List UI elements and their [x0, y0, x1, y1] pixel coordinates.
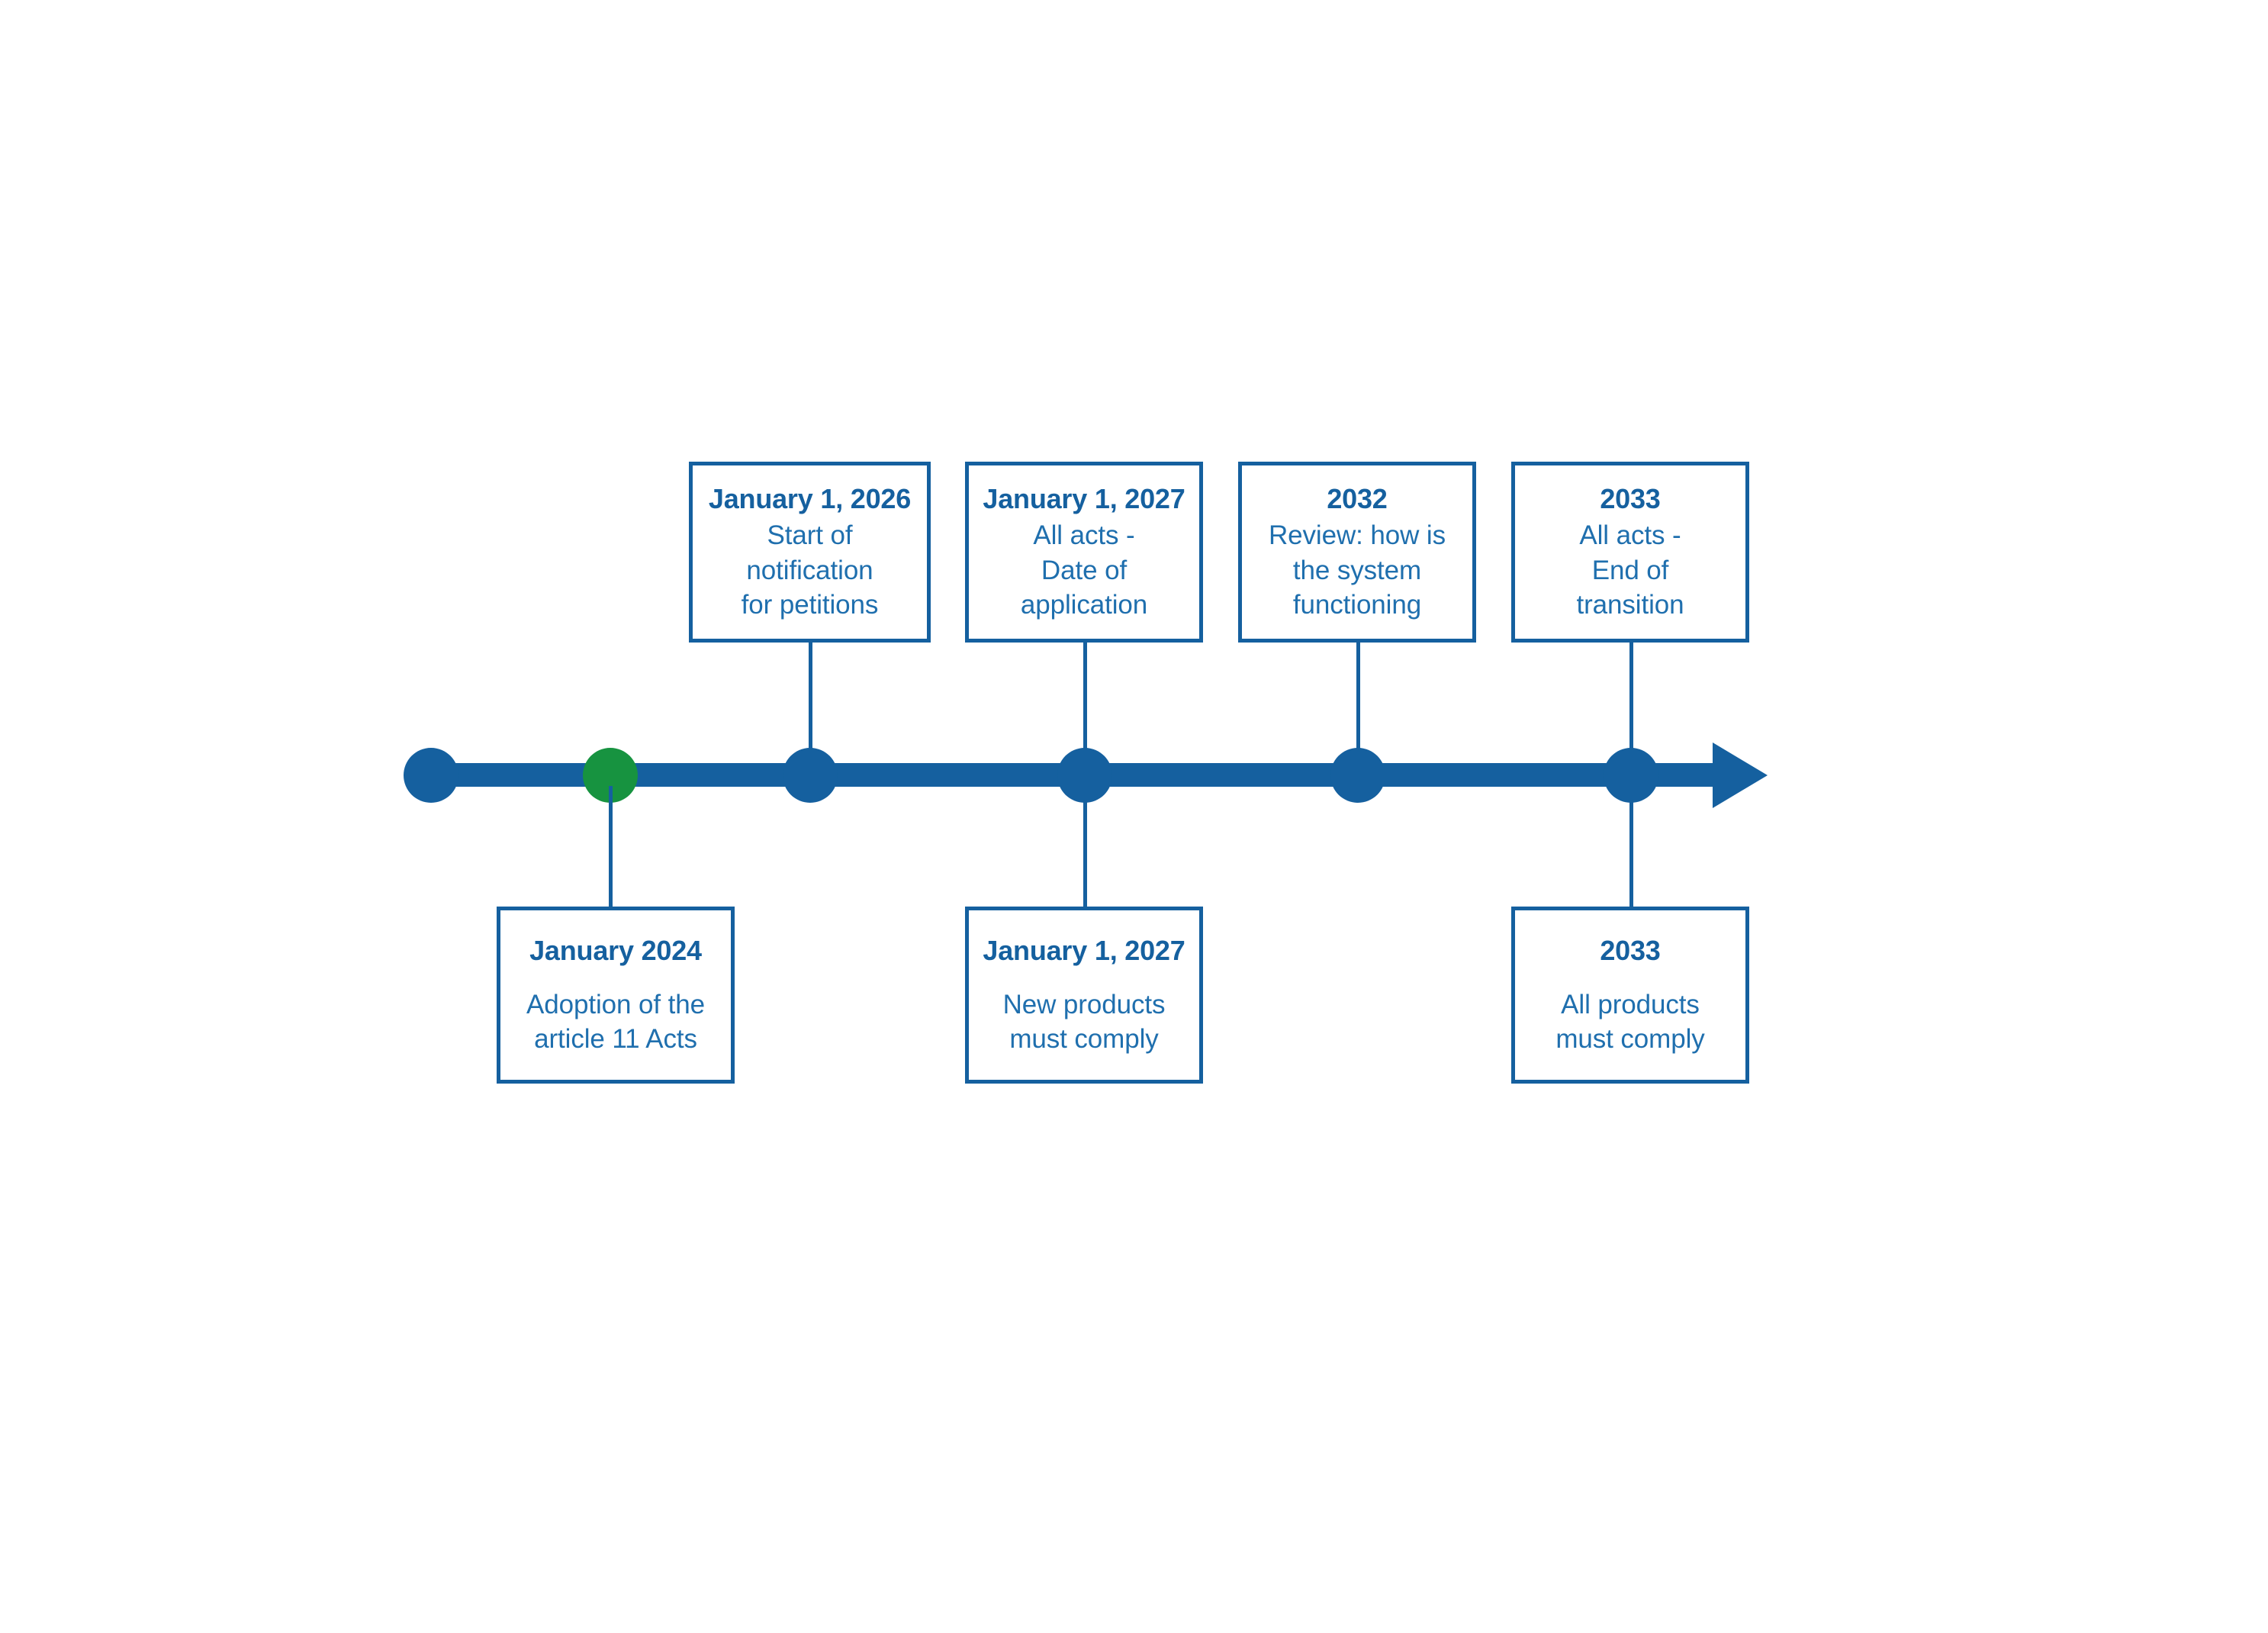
milestone-description-line: notification [746, 555, 873, 585]
connector-stem-above-4 [1629, 641, 1633, 767]
milestone-description-line: for petitions [741, 590, 879, 620]
milestone-description: New products must comply [1003, 987, 1166, 1057]
milestone-description-line: must comply [1555, 1024, 1705, 1055]
milestone-description-line: article 11 Acts [534, 1024, 697, 1055]
milestone-date: 2033 [1600, 483, 1661, 515]
milestone-description-line: Start of [767, 520, 853, 551]
milestone-description-line: All acts - [1033, 520, 1135, 551]
milestone-description-line: the system [1292, 555, 1422, 585]
timeline-node-1[interactable] [404, 748, 458, 803]
milestone-description: Adoption of the article 11 Acts [526, 987, 705, 1057]
milestone-description: All acts - Date of application [1021, 518, 1147, 623]
milestone-card-below-2[interactable]: January 1, 2027 New products must comply [965, 907, 1203, 1084]
milestone-description-line: Date of [1041, 555, 1128, 585]
milestone-description-line: functioning [1292, 590, 1422, 620]
milestone-date: January 1, 2027 [983, 935, 1185, 967]
milestone-date: January 1, 2027 [983, 483, 1185, 515]
milestone-card-above-2[interactable]: January 1, 2027 All acts - Date of appli… [965, 462, 1203, 643]
connector-stem-above-3 [1356, 641, 1360, 767]
timeline-arrow-head [1713, 742, 1768, 808]
milestone-description: All products must comply [1555, 987, 1704, 1057]
milestone-description: Start of notification for petitions [742, 518, 879, 623]
milestone-description-line: Adoption of the [526, 989, 705, 1019]
milestone-description-line: New products [1002, 989, 1166, 1019]
connector-stem-above-2 [1083, 641, 1087, 767]
milestone-description-line: Review: how is [1268, 520, 1446, 551]
milestone-date: 2033 [1600, 935, 1661, 967]
milestone-description-line: application [1020, 590, 1148, 620]
milestone-card-below-3[interactable]: 2033 All products must comply [1511, 907, 1749, 1084]
milestone-card-below-1[interactable]: January 2024 Adoption of the article 11 … [497, 907, 735, 1084]
connector-stem-below-1 [609, 786, 613, 907]
milestone-description: All acts - End of transition [1576, 518, 1684, 623]
milestone-card-above-3[interactable]: 2032 Review: how is the system functioni… [1238, 462, 1476, 643]
milestone-date: 2032 [1327, 483, 1388, 515]
connector-stem-above-1 [809, 641, 812, 767]
milestone-card-above-1[interactable]: January 1, 2026 Start of notification fo… [689, 462, 931, 643]
milestone-description-line: End of [1591, 555, 1669, 585]
milestone-description-line: All products [1561, 989, 1700, 1019]
milestone-card-above-4[interactable]: 2033 All acts - End of transition [1511, 462, 1749, 643]
milestone-description-line: must comply [1009, 1024, 1159, 1055]
milestone-date: January 2024 [529, 935, 702, 967]
milestone-description: Review: how is the system functioning [1269, 518, 1446, 623]
connector-stem-below-3 [1629, 786, 1633, 907]
connector-stem-below-2 [1083, 786, 1087, 907]
milestone-description-line: transition [1576, 590, 1684, 620]
milestone-description-line: All acts - [1579, 520, 1681, 551]
milestone-date: January 1, 2026 [708, 483, 912, 515]
